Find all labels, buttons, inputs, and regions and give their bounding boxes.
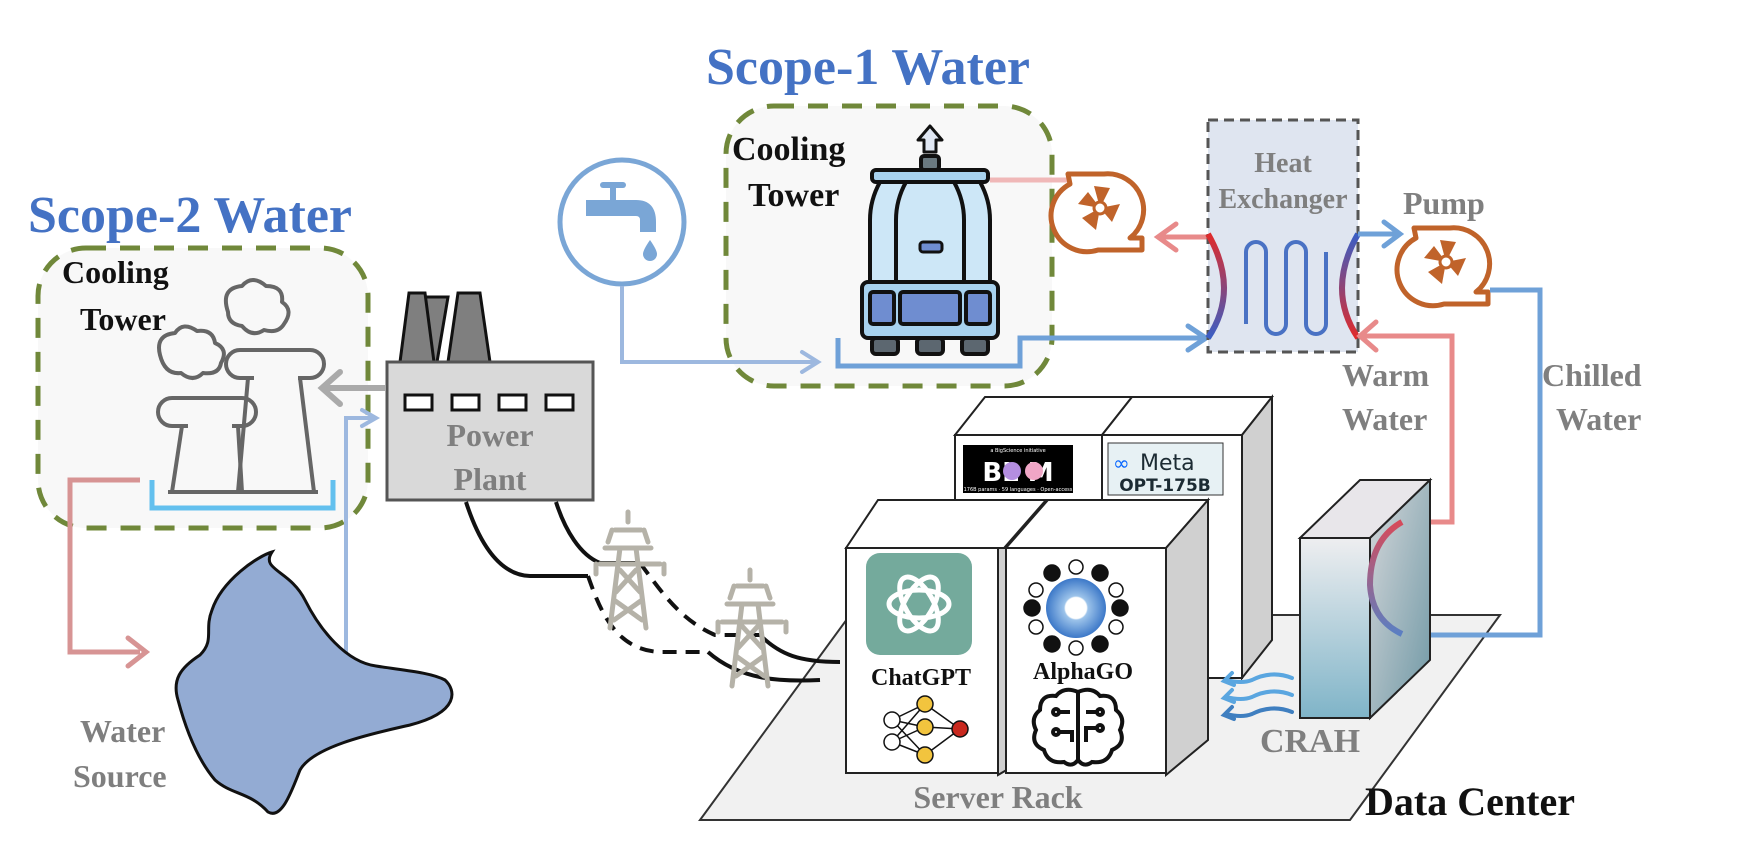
heat-exchanger: Heat Exchanger [1205, 118, 1361, 354]
alphago-label: AlphaGO [1033, 659, 1133, 685]
server-rack-alphago: AlphaGO [1003, 497, 1211, 778]
arrow-to-source [125, 635, 151, 669]
bloom-tagline: a BigScience initiative [990, 448, 1045, 454]
heat-exchanger-label-1: Heat [1254, 148, 1312, 179]
openai-knot-icon [886, 574, 952, 634]
scope1-basin-pipe [835, 335, 1205, 369]
power-lines [464, 501, 841, 683]
transmission-tower-icon [715, 567, 789, 689]
cooling-tower-stacks-icon [156, 278, 326, 494]
crah-label: CRAH [1260, 723, 1360, 760]
server-rack-chatgpt: ChatGPT [844, 499, 1049, 777]
meta-infinity-icon: ∞ [1113, 451, 1130, 475]
water-tap-icon [557, 157, 687, 287]
warm-pipe-to-source [67, 477, 140, 655]
meta-logo-text: Meta [1140, 451, 1195, 476]
chilled-water-label-1: Chilled [1542, 357, 1642, 393]
bloom-flower-icon [1003, 462, 1021, 480]
scope2-basin [149, 480, 336, 511]
scope2-cooling-label-2: Tower [80, 301, 166, 337]
chatgpt-label: ChatGPT [871, 665, 971, 691]
chilled-water-pipe [1420, 287, 1543, 638]
airflow-arrows-icon [1220, 671, 1294, 721]
opt-model-text: OPT-175B [1119, 476, 1211, 496]
water-source-label-2: Source [73, 758, 167, 794]
scope1-title: Scope-1 Water [706, 39, 1030, 96]
transmission-tower-icon [593, 509, 667, 631]
scope1-cooling-label-1: Cooling [732, 131, 845, 168]
water-source-label-1: Water [80, 713, 165, 749]
openai-logo-icon [866, 553, 972, 655]
scope2-title: Scope-2 Water [28, 187, 352, 244]
pump-icon [1394, 225, 1493, 309]
warm-water-label-1: Warm [1342, 357, 1429, 393]
pump-label: Pump [1403, 185, 1485, 221]
bloom-footer: 176B params · 59 languages · Open-access [964, 487, 1073, 493]
server-rack-label: Server Rack [913, 779, 1082, 815]
arrow-to-pump [1153, 221, 1179, 253]
water-source-blob [174, 549, 454, 815]
arrow-to-pump2 [1381, 219, 1405, 249]
power-plant: Power Plant [385, 291, 595, 502]
crah-unit [1220, 477, 1433, 721]
scope1-cooling-label-2: Tower [748, 177, 839, 214]
data-center-label: Data Center [1365, 779, 1575, 824]
warm-water-label-2: Water [1342, 401, 1427, 437]
arrow-into-tower [800, 350, 822, 374]
neural-network-icon [883, 695, 969, 764]
pipe-tap-to-tower [620, 286, 816, 364]
arrow-to-plant [360, 408, 381, 428]
scope2-cooling-label-1: Cooling [62, 254, 169, 290]
arrow-to-tower [317, 369, 343, 407]
arrow-into-hx [1185, 323, 1211, 353]
pump-icon [1048, 171, 1147, 255]
power-plant-label-1: Power [446, 417, 533, 453]
alphago-logo-icon [1023, 559, 1129, 656]
bloom-flower-icon [1025, 462, 1043, 480]
heat-exchanger-label-2: Exchanger [1218, 184, 1347, 215]
power-plant-label-2: Plant [454, 461, 527, 497]
chilled-water-label-2: Water [1556, 401, 1641, 437]
cooling-tower-unit-icon [860, 124, 1000, 356]
arrow-into-hx-warm [1356, 319, 1379, 353]
brain-circuit-icon [1031, 687, 1125, 767]
